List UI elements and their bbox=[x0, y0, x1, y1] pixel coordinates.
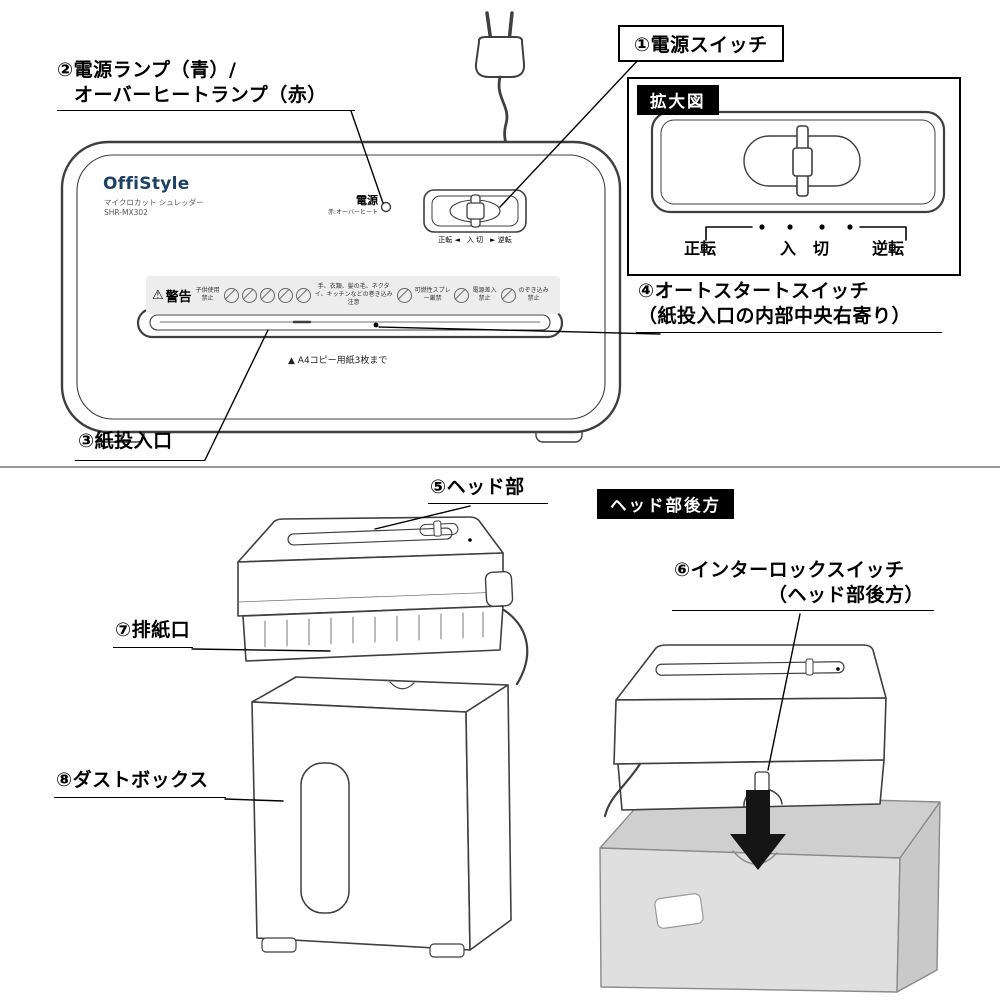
warning-item-label: 可燃性スプレー厳禁 bbox=[414, 287, 451, 302]
warning-item-label: 子供使用禁止 bbox=[195, 287, 220, 302]
callout-autostart-line1: ④オートスタートスイッチ bbox=[638, 280, 870, 302]
switch-pos-on: 入 bbox=[779, 239, 796, 258]
prohibition-icon bbox=[223, 287, 239, 303]
head-unit-rear-illustration bbox=[603, 644, 887, 818]
callout-power-switch: ①電源スイッチ bbox=[618, 25, 784, 62]
callout-power-lamp-underline bbox=[57, 110, 355, 111]
warning-title-text: 警告 bbox=[165, 289, 192, 305]
switch-pos-forward: 正転 bbox=[683, 239, 716, 258]
prohibition-icon bbox=[277, 287, 293, 303]
callout-paper-slot: ③紙投入口 bbox=[78, 430, 173, 452]
switch-scale-label: 正転 ◄ 入 切 ► 逆転 bbox=[438, 236, 512, 244]
insert-direction-arrow bbox=[730, 790, 786, 870]
brand-logo: OffiStyle bbox=[103, 174, 190, 194]
magnified-view-title: 拡大図 bbox=[637, 85, 719, 115]
switch-pos-off: 切 bbox=[812, 239, 829, 258]
capacity-note: ▲ A4コピー用紙3枚まで bbox=[288, 356, 388, 366]
callout-paper-exit-underline bbox=[113, 647, 193, 648]
warning-item-label: 手、衣類、髪の毛、ネクタイ、キッチンなどの巻き込み注意 bbox=[314, 283, 393, 306]
warning-item-label: のぞき込み禁止 bbox=[518, 287, 549, 302]
switch-pos-reverse: 逆転 bbox=[871, 239, 904, 258]
callout-interlock-line1: ⑥インターロックスイッチ bbox=[674, 559, 905, 581]
callout-power-lamp-line1: ②電源ランプ（青）/ bbox=[57, 59, 237, 81]
callout-dust-box: ⑧ダストボックス bbox=[56, 769, 209, 791]
callout-autostart-underline bbox=[636, 332, 942, 333]
top-callout-lines bbox=[204, 57, 661, 461]
power-note: 赤:オーバーヒート bbox=[328, 209, 378, 216]
callout-head: ⑤ヘッド部 bbox=[430, 476, 525, 498]
paper-slot bbox=[136, 307, 564, 339]
model-number: SHR-MX302 bbox=[104, 208, 148, 217]
paper-exit-vents bbox=[264, 611, 484, 648]
callout-interlock-underline bbox=[672, 610, 934, 611]
callout-paper-exit: ⑦排紙口 bbox=[115, 619, 191, 641]
autostart-switch-mark bbox=[373, 322, 379, 328]
dust-box-illustration bbox=[251, 676, 512, 958]
dust-box-window bbox=[300, 762, 350, 914]
prohibition-icon bbox=[500, 287, 516, 303]
prohibition-icon bbox=[453, 287, 469, 303]
callout-paper-slot-underline bbox=[75, 460, 205, 461]
interlock-switch-tab bbox=[754, 771, 770, 793]
power-plug-cord-illustration bbox=[474, 11, 526, 156]
prohibition-icon bbox=[295, 287, 311, 303]
bottom-callout-lines bbox=[191, 505, 801, 802]
magnified-switch-illustration bbox=[650, 110, 946, 241]
prohibition-icon bbox=[241, 287, 257, 303]
power-switch bbox=[423, 189, 527, 233]
warning-triangle-icon: ⚠ bbox=[152, 287, 164, 303]
callout-head-underline bbox=[428, 503, 548, 504]
prohibition-icon bbox=[259, 287, 275, 303]
callout-autostart-line2: （紙投入口の内部中央右寄り） bbox=[638, 305, 912, 327]
warning-item-label: 電源差入禁止 bbox=[472, 287, 497, 302]
callout-interlock-line2: （ヘッド部後方） bbox=[768, 584, 925, 606]
warning-title: ⚠ 警告 bbox=[152, 286, 192, 305]
prohibition-icon bbox=[396, 287, 412, 303]
callout-power-lamp-line2: オーバーヒートランプ（赤） bbox=[74, 84, 327, 106]
power-label: 電源 bbox=[356, 194, 378, 207]
head-unit-illustration bbox=[237, 516, 529, 686]
power-lamp bbox=[380, 201, 392, 213]
product-name: マイクロカット シュレッダー bbox=[104, 198, 204, 207]
warning-label-strip: ⚠ 警告 子供使用禁止 手、衣類、髪の毛、ネクタイ、キッチンなどの巻き込み注意 … bbox=[146, 276, 560, 314]
rear-view-title: ヘッド部後方 bbox=[597, 489, 734, 519]
callout-dust-box-underline bbox=[54, 797, 226, 798]
